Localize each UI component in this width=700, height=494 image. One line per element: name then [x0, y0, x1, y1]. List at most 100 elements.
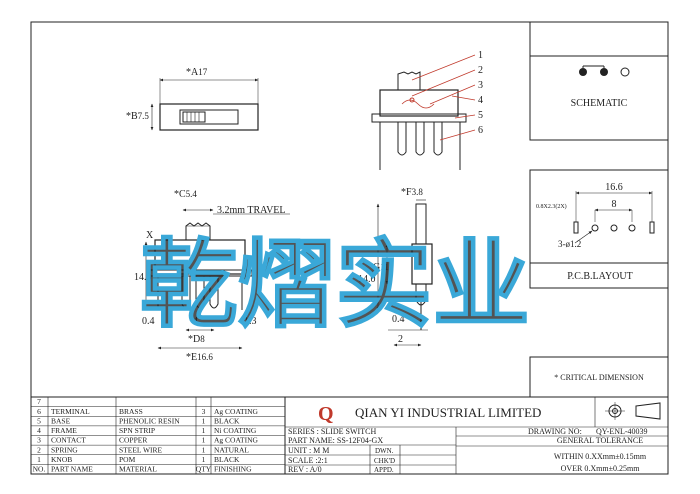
- side-height: 14.0: [358, 274, 376, 285]
- schematic-title: SCHEMATIC: [571, 98, 628, 109]
- bom-cell-finish: Ni COATING: [214, 426, 257, 435]
- schematic-dot-3: [620, 67, 630, 77]
- callout-6: 6: [478, 125, 483, 136]
- front-dim-4: 4: [193, 316, 198, 327]
- side-dim-f: *F3.8: [401, 187, 423, 198]
- bom-cell-no: 4: [37, 426, 41, 435]
- callout-1: 1: [478, 50, 483, 61]
- part-name-label: PART NAME: SS-12F04-GX: [288, 436, 383, 445]
- pcb-hole-2: [610, 224, 618, 232]
- bom-cell-qty: 1: [202, 445, 206, 454]
- drawing-no: QY-ENL-40039: [596, 427, 648, 436]
- company-logo: Q: [318, 403, 334, 425]
- scale-label: SCALE :2:1: [288, 456, 328, 465]
- bom-cell-material: COPPER: [119, 436, 147, 445]
- bom-cell-material: STEEL WIRE: [119, 445, 163, 454]
- pcb-hole-3: [628, 224, 636, 232]
- watermark: 乾熠实业: [140, 229, 530, 341]
- bom-cell-material: POM: [119, 455, 136, 464]
- pcb-pad-label: 0.8X2.3(2X): [536, 203, 567, 210]
- pcb-title: P.C.B.LAYOUT: [567, 271, 632, 282]
- schematic-dot-1: [579, 68, 587, 76]
- schematic-panel: SCHEMATIC: [529, 21, 669, 141]
- top-dim-a: *A17: [186, 67, 208, 78]
- bom-cell-qty: 1: [202, 455, 206, 464]
- tolerance-2: OVER 0.Xmm±0.25mm: [561, 464, 641, 473]
- top-dim-b: *B7.5: [126, 111, 149, 122]
- front-travel: 3.2mm TRAVEL: [217, 205, 286, 216]
- schematic-dot-2: [600, 68, 608, 76]
- bom-cell-no: 6: [37, 407, 41, 416]
- side-dim-2: 2: [398, 334, 403, 345]
- pcb-hole-label: 3-ø1.2: [558, 239, 581, 249]
- callout-3: 3: [478, 80, 483, 91]
- bom-cell-finish: BLACK: [214, 455, 240, 464]
- bom-cell-part: CONTACT: [51, 436, 86, 445]
- bom-cell-material: PHENOLIC RESIN: [119, 416, 180, 425]
- front-housing: [154, 239, 246, 275]
- bom-cell-no: 7: [37, 397, 41, 406]
- bom-cell-no: 2: [37, 445, 41, 454]
- bom-header-finish: FINISHING: [214, 465, 252, 474]
- bom-header-no: NO.: [33, 465, 46, 474]
- dwn-label: DWN.: [375, 447, 394, 455]
- top-housing: [159, 103, 259, 131]
- bom-cell-part: BASE: [51, 416, 71, 425]
- bom-cell-part: SPRING: [51, 445, 78, 454]
- drawing-no-label: DRAWING NO:: [528, 427, 582, 436]
- pcb-dim-pitch: 8: [612, 199, 617, 210]
- bom-cell-qty: 3: [202, 407, 206, 416]
- bom-cell-qty: 1: [202, 416, 206, 425]
- front-dim-13: 1.3: [244, 316, 257, 327]
- bom-cell-finish: Ag COATING: [214, 407, 259, 416]
- series-label: SERIES : SLIDE SWITCH: [288, 427, 376, 436]
- pcb-layout-panel: 16.6 8 0.8X2.3(2X) 3-ø1.2 P.C.B.LAYOUT: [529, 169, 669, 289]
- side-view: *F3.8 *G11 14.0 0.4 2: [358, 187, 433, 347]
- front-x-mark: X: [146, 230, 154, 241]
- bom-cell-no: 1: [37, 455, 41, 464]
- title-block: Q QIAN YI INDUSTRIAL LIMITED DRAWING NO:…: [284, 396, 669, 475]
- bom-cell-part: TERMINAL: [51, 407, 90, 416]
- front-view: *C5.4 3.2mm TRAVEL X 14.3 0.4 4 1.3 *D8 …: [134, 189, 290, 363]
- callout-2: 2: [478, 65, 483, 76]
- top-knob: [182, 111, 206, 123]
- projection-symbol: [605, 402, 661, 420]
- bom-cell-material: SPN STRIP: [119, 426, 155, 435]
- section-view: 1 2 3 4 5 6: [371, 50, 483, 170]
- bom-cell-finish: BLACK: [214, 416, 240, 425]
- bom-header-material: MATERIAL: [119, 465, 157, 474]
- pcb-hole-1: [591, 224, 599, 232]
- bom-cell-part: FRAME: [51, 426, 77, 435]
- rev-label: REV : A/0: [288, 465, 322, 474]
- unit-label: UNIT : M M: [288, 446, 329, 455]
- side-dim-04: 0.4: [392, 314, 405, 325]
- front-dim-d: *D8: [188, 334, 205, 345]
- front-dim-04: 0.4: [142, 316, 155, 327]
- bom-header-part: PART NAME: [51, 465, 93, 474]
- pcb-pad-right: [649, 221, 655, 234]
- bom-header-qty: QTY: [196, 465, 212, 474]
- bom-cell-no: 3: [37, 436, 41, 445]
- pcb-pad-left: [573, 221, 579, 234]
- appd-label: APPD.: [374, 466, 394, 474]
- pcb-dim-total: 16.6: [605, 182, 623, 193]
- top-slot: [179, 109, 239, 125]
- side-dim-g: *G11: [368, 262, 389, 273]
- bom-cell-finish: Ag COATING: [214, 436, 259, 445]
- bom-cell-finish: NATURAL: [214, 445, 249, 454]
- chkd-label: CHK'D: [374, 457, 395, 465]
- company-name: QIAN YI INDUSTRIAL LIMITED: [355, 405, 541, 420]
- callout-5: 5: [478, 110, 483, 121]
- tolerance-1: WITHIN 0.XXmm±0.15mm: [554, 452, 647, 461]
- bom-cell-qty: 1: [202, 426, 206, 435]
- callout-4: 4: [478, 95, 483, 106]
- bom-cell-qty: 1: [202, 436, 206, 445]
- bom-cell-part: KNOB: [51, 455, 72, 464]
- front-dim-c: *C5.4: [174, 189, 197, 200]
- front-height: 14.3: [134, 272, 152, 283]
- tolerance-title: GENERAL TOLERANCE: [557, 436, 643, 445]
- side-housing: [411, 243, 433, 285]
- bom-cell-material: BRASS: [119, 407, 143, 416]
- critical-note: * CRITICAL DIMENSION: [554, 373, 644, 382]
